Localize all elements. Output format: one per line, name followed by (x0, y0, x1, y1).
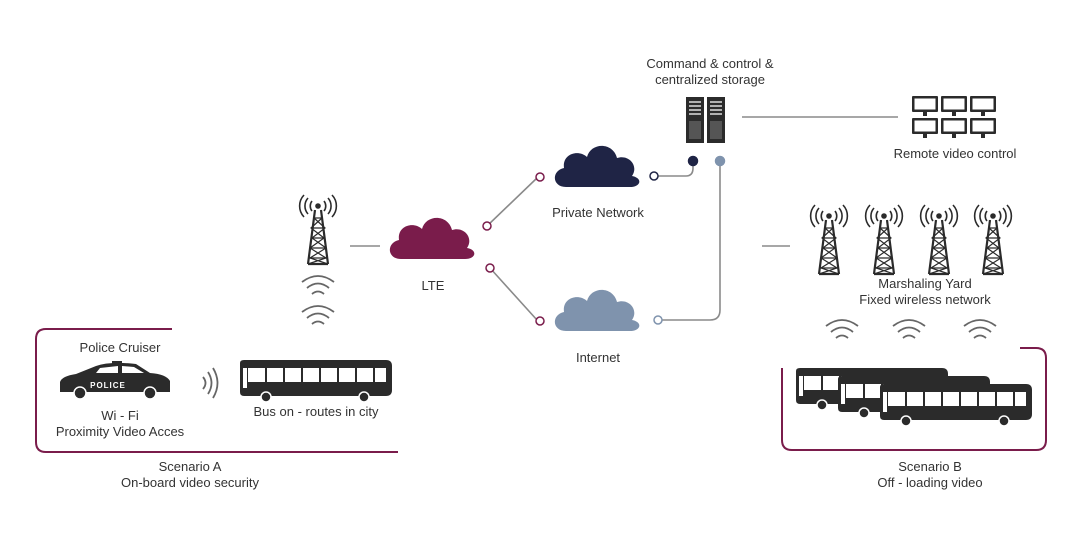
private-network-cloud-icon (554, 145, 640, 187)
svg-text:POLICE: POLICE (90, 381, 126, 390)
lte-cloud-icon (389, 217, 475, 259)
yard-tower-icon-3 (919, 203, 959, 276)
wifi-waves-icon (202, 367, 219, 399)
wifi-waves-icon (825, 319, 859, 339)
yard-bus-icon-3 (879, 383, 1033, 427)
yard-tower-icon-2 (864, 203, 904, 276)
yard-tower-icon-1 (809, 203, 849, 276)
wifi-waves-icon (301, 275, 335, 295)
wifi-waves-icon (892, 319, 926, 339)
command-label: Command & control &centralized storage (646, 56, 774, 87)
bus-city-label: Bus on - routes in city (253, 404, 379, 419)
wifi-waves-icon (963, 319, 997, 339)
city-bus-icon (239, 359, 393, 403)
cell-tower-icon (298, 193, 338, 266)
yard-tower-icon-4 (973, 203, 1013, 276)
internet-label: Internet (575, 350, 621, 365)
police-cruiser-label: Police Cruiser (79, 340, 161, 355)
private-network-label: Private Network (552, 205, 644, 220)
connection-lines (350, 116, 898, 321)
monitor-wall-icon (912, 96, 996, 138)
scenario-b-bracket (781, 347, 1047, 451)
police-car-icon: POLICE (60, 361, 170, 400)
internet-cloud-icon (554, 289, 640, 331)
remote-video-label: Remote video control (893, 146, 1017, 161)
wifi-waves-icon (301, 305, 335, 325)
connection-endpoints (482, 155, 726, 326)
server-rack-icon (685, 96, 726, 144)
lte-label: LTE (421, 278, 445, 293)
scenario-a-bracket (35, 328, 398, 453)
